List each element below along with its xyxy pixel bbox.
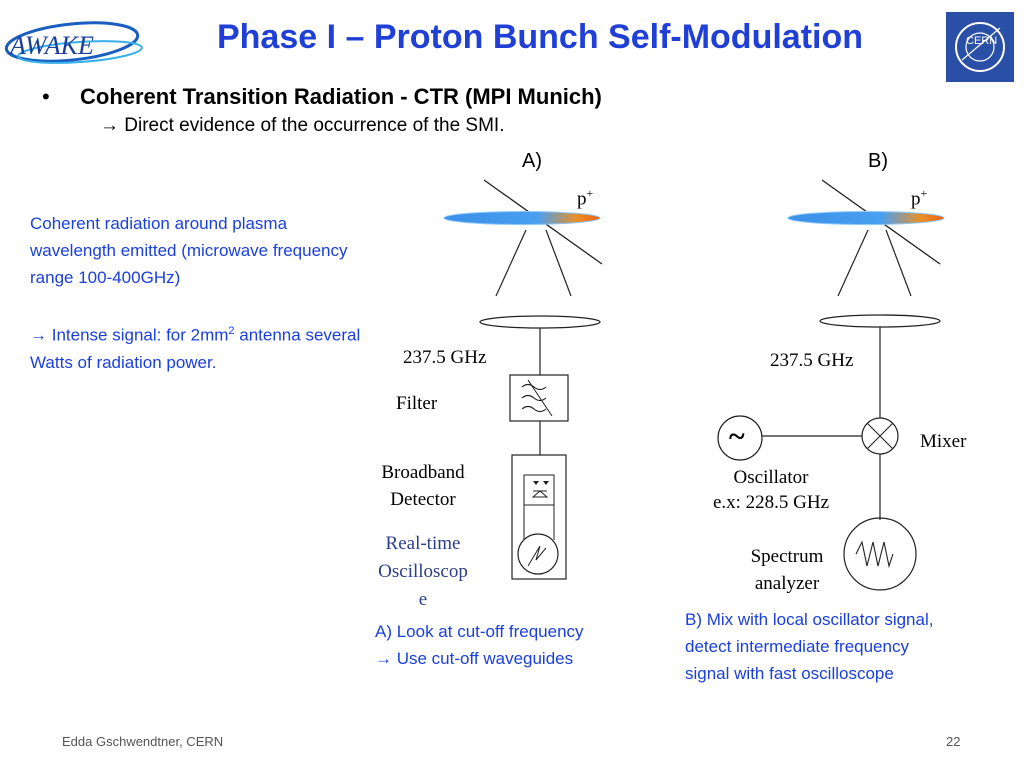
proton-bunch-b: [787, 211, 945, 225]
proton-label-a: p+: [577, 186, 594, 210]
detector-box: [511, 454, 567, 580]
spectrum-analyzer-symbol: [843, 517, 917, 591]
bullet-heading: Coherent Transition Radiation - CTR (MPI…: [80, 84, 602, 109]
left-paragraph-2: → Intense signal: for 2mm2 antenna sever…: [30, 325, 361, 372]
mixer-symbol: [861, 417, 899, 455]
oscilloscope-symbol: [517, 533, 559, 575]
proton-label-b: p+: [911, 186, 928, 210]
diagram-b: [717, 179, 945, 591]
mixer-label: Mixer: [920, 431, 967, 452]
frequency-label-a: 237.5 GHz: [403, 347, 487, 368]
arrow-icon: →: [375, 649, 392, 668]
svg-text:CERN: CERN: [966, 35, 997, 47]
caption-b: B) Mix with local oscillator signal,dete…: [685, 610, 934, 683]
cone-left-b: [837, 229, 869, 297]
cone-right-b: [885, 229, 912, 297]
bullet-dot: •: [42, 84, 50, 109]
bullet-subline: → Direct evidence of the occurrence of t…: [100, 115, 505, 136]
page-number: 22: [946, 734, 961, 749]
proton-bunch-a: [443, 211, 601, 225]
cone-right-a: [545, 229, 572, 297]
cern-logo: CERN: [946, 12, 1014, 82]
awake-logo: AWAKE: [4, 21, 143, 64]
slide-title: Phase I – Proton Bunch Self-Modulation: [216, 18, 864, 56]
filter-label: Filter: [396, 393, 438, 414]
lens-a: [479, 315, 601, 329]
diagram-a: [443, 179, 603, 580]
caption-a: A) Look at cut-off frequency→ Use cut-of…: [375, 622, 584, 668]
filter-symbol: [509, 374, 569, 422]
footer-author: Edda Gschwendtner, CERN: [62, 734, 224, 749]
arrow-icon: →: [100, 115, 119, 136]
diagram-a-label: A): [522, 150, 542, 172]
oscillator-symbol: [717, 415, 763, 461]
cone-left-a: [495, 229, 527, 297]
diagram-b-label: B): [868, 150, 888, 172]
tilde-icon: ~: [729, 420, 745, 453]
frequency-label-b: 237.5 GHz: [770, 350, 854, 371]
arrow-icon: →: [30, 325, 47, 345]
lens-b: [819, 314, 941, 328]
svg-text:AWAKE: AWAKE: [8, 31, 94, 60]
left-paragraph-1: Coherent radiation around plasma wavelen…: [30, 214, 348, 287]
